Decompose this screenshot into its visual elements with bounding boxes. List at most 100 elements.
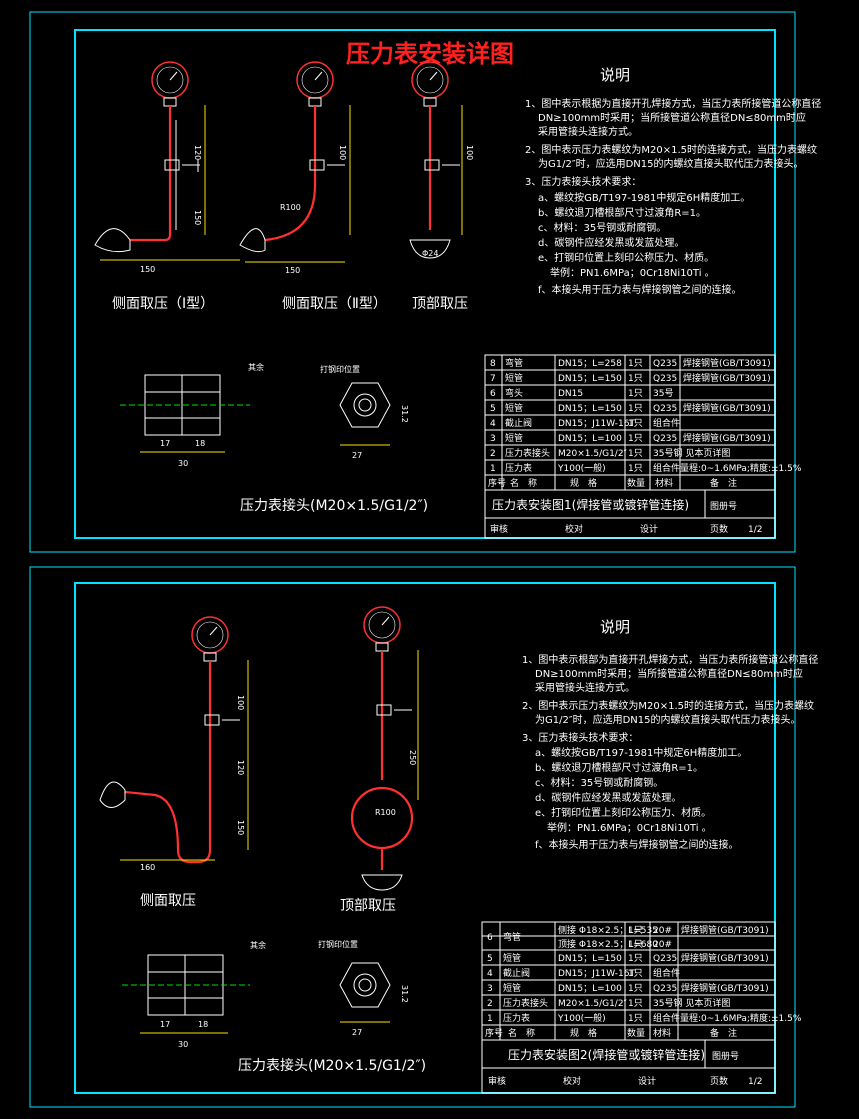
svg-text:30: 30 [178, 1040, 188, 1049]
svg-text:Y100(一般): Y100(一般) [557, 1012, 606, 1024]
svg-text:页数: 页数 [710, 523, 728, 535]
svg-text:组合件量程:0~1.6MPa;精度:±1.5%: 组合件量程:0~1.6MPa;精度:±1.5% [653, 462, 802, 474]
assembly-side-type2: 100 R100 150 侧面取压（Ⅱ型） [239, 61, 387, 312]
svg-text:100: 100 [338, 145, 347, 160]
titleblock-name-2: 压力表安装图2(焊接管或镀锌管连接) [508, 1047, 705, 1062]
svg-text:1/2: 1/2 [748, 525, 762, 535]
svg-text:短管: 短管 [505, 372, 523, 384]
svg-text:1只: 1只 [628, 404, 643, 414]
svg-text:DN15；J11W-16T: DN15；J11W-16T [558, 419, 635, 429]
svg-text:焊接钢管(GB/T3091): 焊接钢管(GB/T3091) [681, 982, 769, 994]
svg-text:打钢印位置: 打钢印位置 [320, 364, 360, 374]
svg-text:5: 5 [490, 404, 496, 414]
svg-text:备 注: 备 注 [710, 477, 737, 489]
svg-text:160: 160 [140, 863, 155, 872]
svg-text:2、图中表示压力表螺纹为M20×1.5时的连接方式，当压力表: 2、图中表示压力表螺纹为M20×1.5时的连接方式，当压力表螺纹 [522, 699, 814, 712]
svg-text:R100: R100 [280, 203, 301, 212]
svg-text:1只: 1只 [628, 434, 643, 444]
svg-text:DN15；L=150: DN15；L=150 [558, 954, 622, 964]
svg-text:1只: 1只 [628, 984, 643, 994]
sheet-1: 压力表安装详图 120 150 150 侧面取压（Ⅰ型） [29, 11, 821, 553]
svg-text:c、材料：35号钢或耐腐钢。: c、材料：35号钢或耐腐钢。 [538, 221, 666, 234]
svg-text:1只: 1只 [628, 926, 643, 936]
svg-text:弯管: 弯管 [503, 931, 521, 943]
hex-nut-icon [339, 962, 391, 1008]
svg-text:250: 250 [408, 750, 417, 765]
svg-text:27: 27 [352, 1028, 362, 1037]
svg-text:为G1/2″时，应选用DN15的内螺纹直接头取代压力表接头。: 为G1/2″时，应选用DN15的内螺纹直接头取代压力表接头。 [535, 713, 800, 726]
svg-text:截止阀: 截止阀 [503, 967, 530, 979]
svg-text:名 称: 名 称 [508, 1027, 535, 1039]
svg-text:M20×1.5/G1/2″: M20×1.5/G1/2″ [558, 999, 628, 1009]
svg-text:弯头: 弯头 [505, 387, 523, 399]
svg-text:材料: 材料 [655, 477, 673, 489]
svg-text:1只: 1只 [628, 1014, 643, 1024]
svg-text:组合件量程:0~1.6MPa;精度:±1.5%: 组合件量程:0~1.6MPa;精度:±1.5% [653, 1012, 802, 1024]
svg-text:数量: 数量 [627, 1027, 645, 1039]
svg-text:1: 1 [487, 1014, 493, 1024]
svg-text:DN15；L=100: DN15；L=100 [558, 984, 622, 994]
fitting-caption-2: 压力表接头(M20×1.5/G1/2″) [238, 1057, 426, 1074]
svg-text:数量: 数量 [627, 477, 645, 489]
svg-text:举例：PN1.6MPa；0Cr18Ni10Ti 。: 举例：PN1.6MPa；0Cr18Ni10Ti 。 [547, 821, 712, 834]
svg-text:短管: 短管 [503, 982, 521, 994]
svg-text:序号: 序号 [488, 477, 506, 489]
svg-text:d、碳钢件应经发黑或发蓝处理。: d、碳钢件应经发黑或发蓝处理。 [535, 791, 681, 804]
svg-text:DN15；J11W-16T: DN15；J11W-16T [558, 969, 635, 979]
svg-text:截止阀: 截止阀 [505, 417, 532, 429]
svg-text:校对: 校对 [565, 523, 583, 535]
svg-text:1、图中表示根部为直接开孔焊接方式，当压力表所接管道公称直径: 1、图中表示根部为直接开孔焊接方式，当压力表所接管道公称直径 [522, 653, 818, 666]
svg-text:压力表接头: 压力表接头 [503, 997, 548, 1009]
svg-text:序号: 序号 [485, 1027, 503, 1039]
svg-text:Q235: Q235 [653, 984, 677, 994]
hex-nut-icon [339, 382, 391, 428]
svg-text:其余: 其余 [248, 362, 264, 372]
svg-text:6: 6 [487, 933, 493, 943]
sheet-2-inner-frame [74, 582, 776, 1094]
svg-text:短管: 短管 [503, 952, 521, 964]
svg-text:压力表接头: 压力表接头 [505, 447, 550, 459]
svg-text:其余: 其余 [250, 940, 266, 950]
svg-text:名 称: 名 称 [510, 477, 537, 489]
svg-text:150: 150 [285, 266, 300, 275]
svg-text:4: 4 [487, 969, 493, 979]
notes-1: 说明 1、图中表示根据为直接开孔焊接方式，当压力表所接管道公称直径 DN≥100… [525, 66, 821, 296]
svg-text:采用管接头连接方式。: 采用管接头连接方式。 [535, 681, 635, 694]
svg-text:焊接钢管(GB/T3091): 焊接钢管(GB/T3091) [683, 402, 771, 414]
svg-text:页数: 页数 [710, 1075, 728, 1087]
svg-text:组合件: 组合件 [653, 967, 680, 979]
svg-text:1、图中表示根据为直接开孔焊接方式，当压力表所接管道公称直径: 1、图中表示根据为直接开孔焊接方式，当压力表所接管道公称直径 [525, 97, 821, 110]
svg-text:100: 100 [465, 145, 474, 160]
svg-text:1: 1 [490, 464, 496, 474]
assembly-side-type1: 120 150 150 侧面取压（Ⅰ型） [94, 61, 240, 312]
svg-text:M20×1.5/G1/2″: M20×1.5/G1/2″ [558, 449, 628, 459]
svg-text:35号钢 见本页详图: 35号钢 见本页详图 [653, 997, 730, 1009]
svg-text:150: 150 [236, 820, 245, 835]
svg-text:2、图中表示压力表螺纹为M20×1.5时的连接方式，当压力表: 2、图中表示压力表螺纹为M20×1.5时的连接方式，当压力表螺纹 [525, 143, 817, 156]
svg-text:弯管: 弯管 [505, 357, 523, 369]
svg-text:R100: R100 [375, 808, 396, 817]
svg-text:DN15；L=150: DN15；L=150 [558, 404, 622, 414]
svg-text:1只: 1只 [628, 940, 643, 950]
svg-text:18: 18 [198, 1020, 208, 1029]
svg-text:审核: 审核 [488, 1075, 506, 1087]
svg-text:17: 17 [160, 1020, 170, 1029]
svg-text:材料: 材料 [653, 1027, 671, 1039]
svg-text:Q235: Q235 [653, 404, 677, 414]
svg-text:e、打钢印位置上刻印公称压力、材质。: e、打钢印位置上刻印公称压力、材质。 [535, 806, 711, 819]
svg-text:1只: 1只 [628, 969, 643, 979]
svg-text:6: 6 [490, 389, 496, 399]
svg-text:18: 18 [195, 439, 205, 448]
svg-text:1只: 1只 [628, 359, 643, 369]
svg-text:4: 4 [490, 419, 496, 429]
svg-text:3: 3 [487, 984, 493, 994]
svg-text:100: 100 [236, 695, 245, 710]
svg-text:120: 120 [236, 760, 245, 775]
sheet-1-inner-frame [74, 29, 776, 539]
svg-text:17: 17 [160, 439, 170, 448]
fitting-detail-1: 30 17 18 其余 27 31.2 打钢印位置 压力表接头(M20×1.5/… [120, 362, 428, 514]
svg-text:20#: 20# [653, 926, 672, 936]
svg-text:审核: 审核 [490, 523, 508, 535]
svg-text:2: 2 [487, 999, 493, 1009]
